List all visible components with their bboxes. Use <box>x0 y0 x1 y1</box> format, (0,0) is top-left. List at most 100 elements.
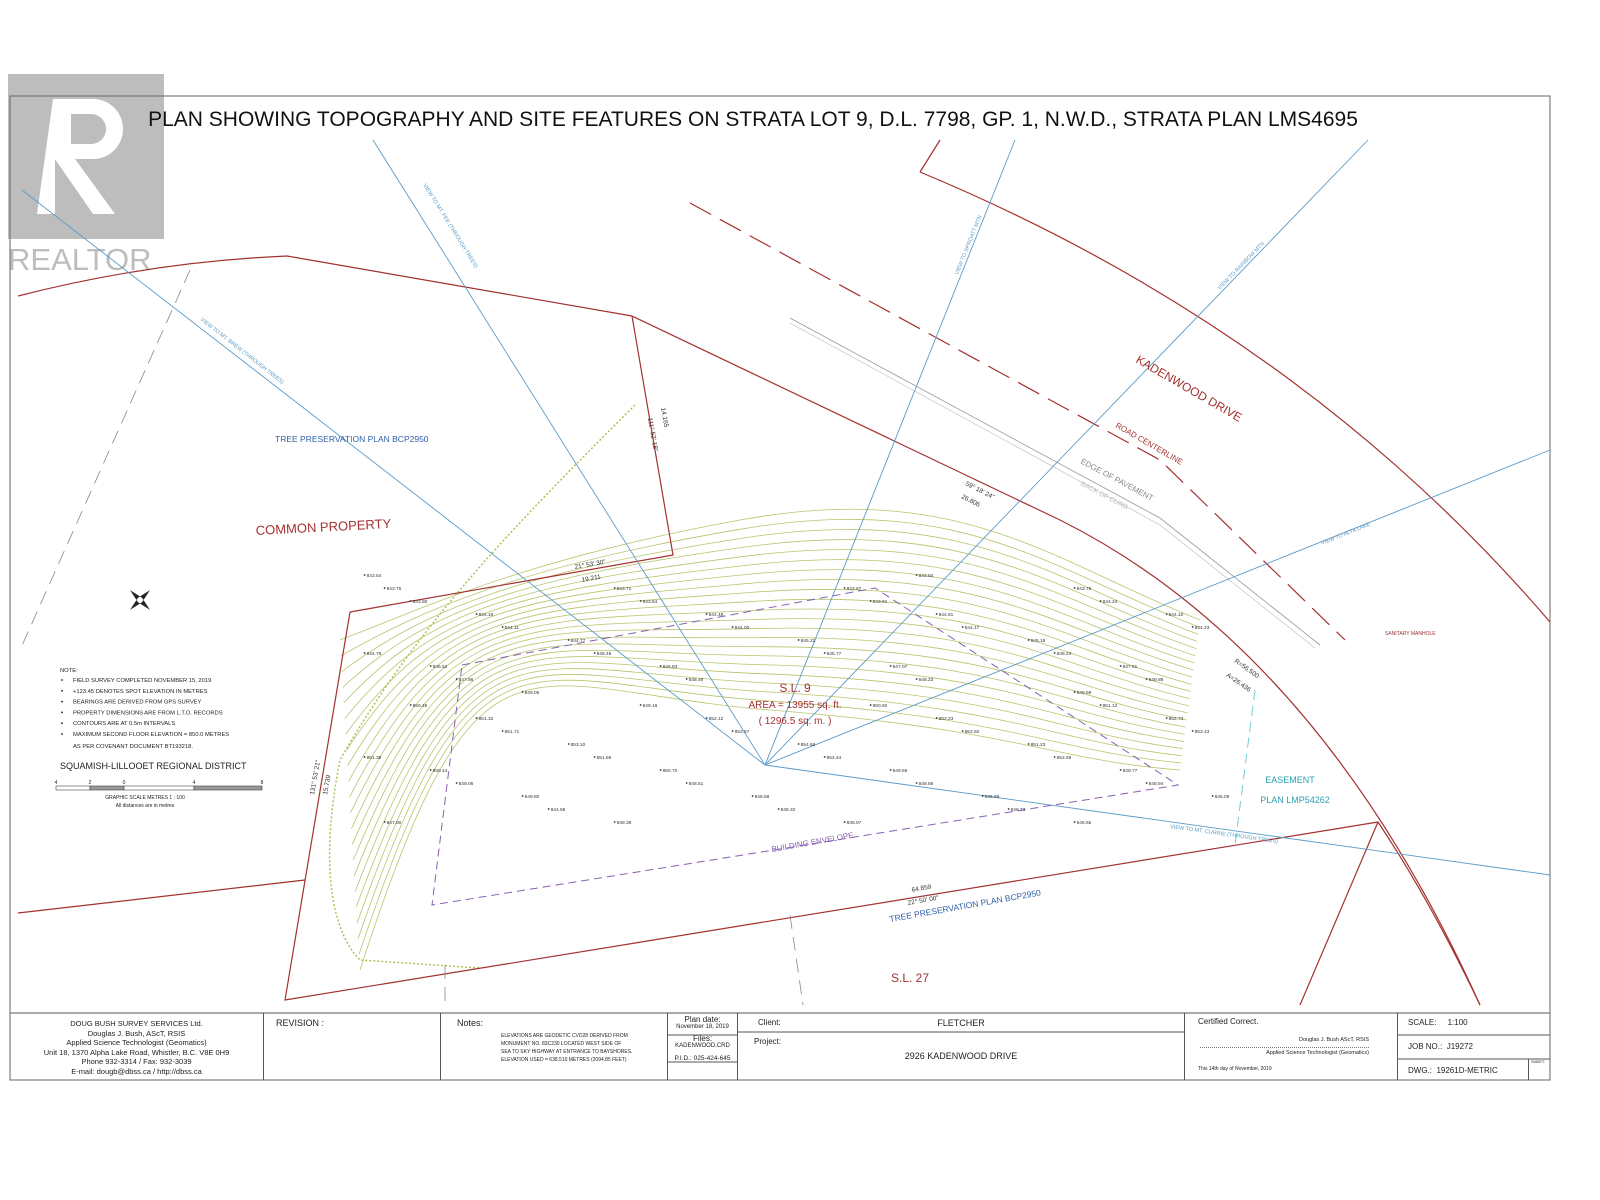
spot-elevation-marker <box>1165 717 1168 719</box>
easement-plan-label: PLAN LMP54262 <box>1260 795 1330 805</box>
spot-elevation-marker <box>567 743 570 745</box>
spot-elevation-marker <box>961 730 964 732</box>
bullet-icon <box>61 700 63 703</box>
contour-line <box>345 569 1195 735</box>
spot-elevation-label: 844.00 <box>735 625 750 631</box>
pid-label: P.I.D.: <box>674 1055 692 1062</box>
view-line-rainbow <box>764 139 1369 766</box>
spot-elevation-label: 848.97 <box>847 820 862 826</box>
edge-pavement-label: EDGE OF PAVEMENT <box>1079 457 1155 503</box>
spot-elevation-label: 848.73 <box>1011 807 1026 813</box>
spot-elevation-label: 850.70 <box>663 768 678 774</box>
view-line-sproatt <box>764 139 1016 766</box>
contour-line <box>353 649 1186 876</box>
spot-elevation-marker <box>915 574 918 576</box>
files-value: KADENWOOD.CRD <box>675 1043 730 1049</box>
sl9-label: S.L. 9 <box>779 681 811 695</box>
spot-elevation-label: 843.54 <box>367 573 382 579</box>
job-value: J19272 <box>1446 1042 1473 1051</box>
spot-elevation-marker <box>659 769 662 771</box>
dashed-line-south <box>444 914 804 1006</box>
spot-elevation-label: 844.23 <box>1195 625 1210 631</box>
spot-elevation-label: 848.51 <box>689 781 704 787</box>
spot-elevation-marker <box>593 756 596 758</box>
lot-boundary-north <box>349 315 674 613</box>
contour-line <box>343 549 1197 704</box>
sheet-border <box>9 95 1551 1081</box>
spot-elevation-label: 843.67 <box>847 586 862 592</box>
spot-elevation-marker <box>659 665 662 667</box>
spot-elevation-marker <box>593 652 596 654</box>
contour-line <box>344 559 1196 719</box>
kadenwood-drive-label: KADENWOOD DRIVE <box>1134 352 1245 424</box>
spot-elevation-marker <box>429 769 432 771</box>
client-value: FLETCHER <box>937 1018 985 1028</box>
contour-line <box>359 685 1181 971</box>
contour-line <box>340 518 1200 657</box>
spot-elevation-label: 850.46 <box>413 703 428 709</box>
bullet-icon <box>61 733 63 735</box>
bullet-icon <box>61 711 63 714</box>
spot-elevation-marker <box>751 795 754 797</box>
spot-elevation-marker <box>1119 665 1122 667</box>
sl27-label: S.L. 27 <box>891 971 929 985</box>
spot-elevation-marker <box>705 717 708 719</box>
spot-elevation-label: 845.69 <box>985 794 1000 800</box>
notes-block: Notes: ELEVATIONS ARE GEODETIC CVD28 DER… <box>441 1013 668 1080</box>
spot-elevation-marker <box>1073 691 1076 693</box>
view-line-currie <box>764 764 1551 876</box>
back-of-curb <box>789 322 1316 649</box>
spot-elevation-label: 854.66 <box>801 742 816 748</box>
building-envelope-label: BUILDING ENVELOPE <box>771 831 854 854</box>
area-m-label: ( 1296.5 sq. m. ) <box>759 716 832 727</box>
elevation-note-line: SEA TO SKY HIGHWAY AT ENTRANCE TO BAYSHO… <box>501 1049 633 1055</box>
spot-elevation-marker <box>409 704 412 706</box>
spot-elevation-marker <box>777 808 780 810</box>
elevation-note-line: ELEVATION USED = 638.510 METRES (2094.85… <box>501 1057 627 1063</box>
spot-elevation-label: 846.24 <box>1057 651 1072 657</box>
contour-line <box>352 643 1187 861</box>
company-line: Douglas J. Bush, AScT, RSIS <box>87 1028 186 1038</box>
spot-elevation-marker <box>915 678 918 680</box>
company-line: DOUG BUSH SURVEY SERVICES Ltd. <box>70 1019 203 1028</box>
spot-elevation-label: 852.57 <box>735 729 750 735</box>
signer-name: Douglas J. Bush AScT, RSIS <box>1298 1037 1369 1043</box>
spot-elevation-marker <box>639 704 642 706</box>
revision-block: REVISION : <box>264 1013 441 1080</box>
view-alta-label: VIEW TO ALTA LAKE <box>1321 522 1372 547</box>
spot-elevation-marker <box>521 795 524 797</box>
plan-date: November 18, 2019 <box>676 1024 729 1030</box>
spot-elevation-marker <box>455 678 458 680</box>
spot-elevation-label: 845.58 <box>755 794 770 800</box>
view-line-fee <box>372 139 766 766</box>
elevation-note-line: MONUMENT NO. 83C230 LOCATED WEST SIDE OF <box>501 1041 622 1047</box>
building-envelope <box>431 587 1180 906</box>
contour-line <box>346 579 1194 751</box>
spot-elevation-label: 843.79 <box>1077 586 1092 592</box>
contour-line <box>356 668 1183 923</box>
contour-line <box>349 608 1191 798</box>
files-label: Files: <box>692 1034 713 1043</box>
spot-elevation-label: 846.65 <box>1077 820 1092 826</box>
spot-elevation-label: 849.88 <box>1149 677 1164 683</box>
spot-elevation-marker <box>935 613 938 615</box>
contour-line <box>352 636 1188 845</box>
spot-elevation-label: 845.16 <box>1031 638 1046 644</box>
spot-elevation-marker <box>915 782 918 784</box>
spot-elevation-label: 848.32 <box>781 807 796 813</box>
spot-elevation-marker <box>1119 769 1122 771</box>
company-line: Phone 932-3314 / Fax: 932-3039 <box>81 1057 192 1066</box>
spot-elevation-marker <box>823 652 826 654</box>
spot-elevation-label: 849.80 <box>525 794 540 800</box>
spot-elevation-label: 847.07 <box>893 664 908 670</box>
spot-elevation-marker <box>823 756 826 758</box>
spot-elevation-marker <box>869 704 872 706</box>
dimension-label: 14.165 <box>659 407 669 428</box>
notes-heading: NOTE: <box>60 668 78 674</box>
dwg-label: DWG.: <box>1408 1066 1432 1075</box>
spot-elevation-marker <box>1145 782 1148 784</box>
spot-elevation-label: 849.59 <box>1077 690 1092 696</box>
spot-elevation-marker <box>843 821 846 823</box>
spot-elevation-marker <box>981 795 984 797</box>
